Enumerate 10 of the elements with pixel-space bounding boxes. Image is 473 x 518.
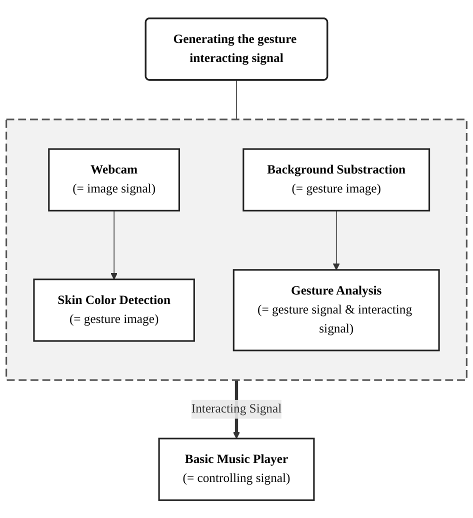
node-box: Basic Music Player (= controlling signal) [158, 438, 315, 501]
cluster [6, 118, 468, 381]
node-box: Background Substraction (= gesture image) [242, 148, 430, 212]
node-box: Webcam (= image signal) [48, 148, 180, 212]
node-box: Skin Color Detection (= gesture image) [33, 278, 195, 342]
connector [236, 79, 237, 120]
arrow [110, 210, 118, 280]
edge-label: Interacting Signal [191, 402, 282, 416]
node-box: Gesture Analysis (= gesture signal & interacting signal) [232, 268, 440, 352]
arrow [332, 210, 340, 270]
